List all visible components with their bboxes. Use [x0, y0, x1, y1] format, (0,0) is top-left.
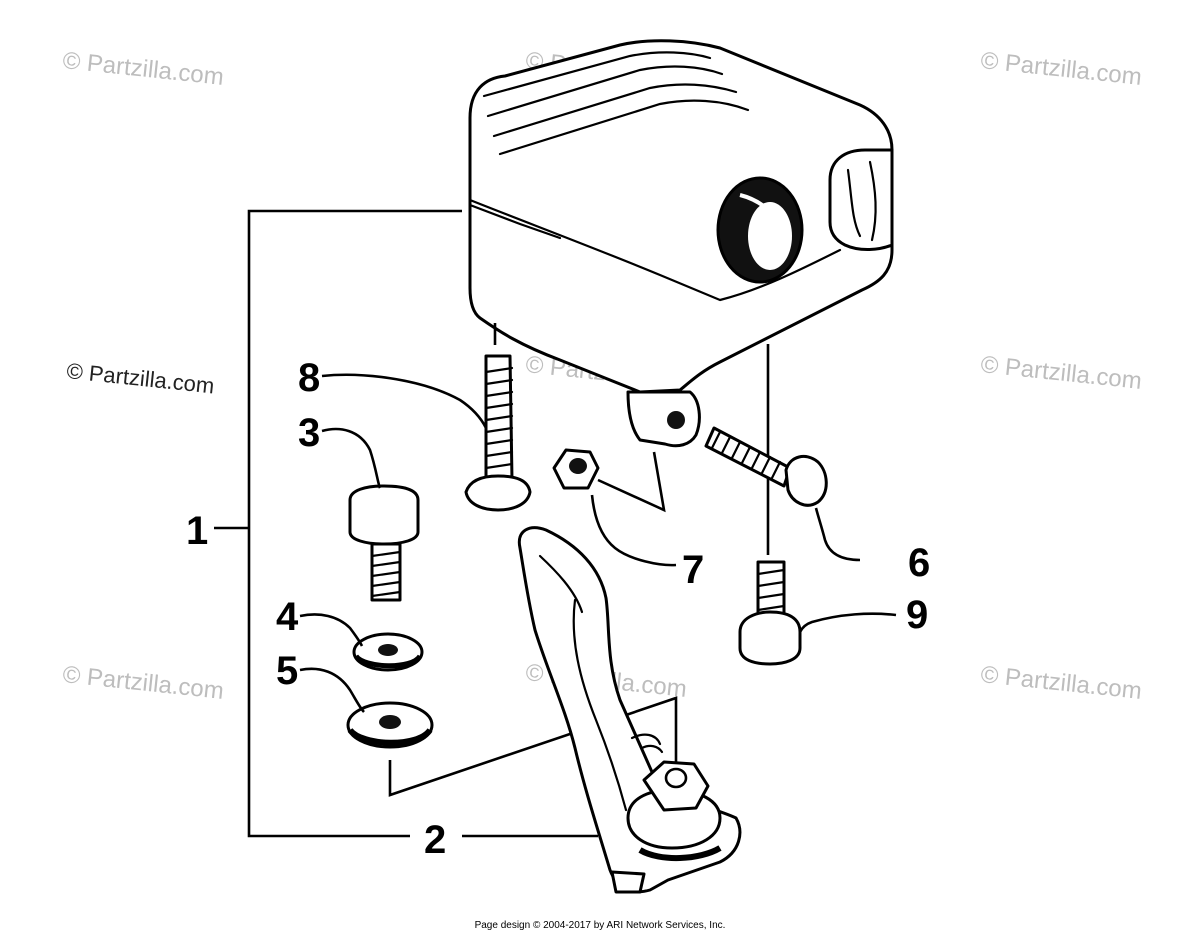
callout-5: 5 [276, 649, 298, 693]
watermark-top-right: © Partzilla.com [979, 47, 1143, 91]
callout-8: 8 [298, 356, 320, 400]
assembly-bracket [214, 209, 598, 838]
watermark-mid-left: © Partzilla.com [65, 358, 215, 398]
callout-3: 3 [298, 411, 320, 455]
screw-short [704, 426, 828, 507]
nut [552, 448, 600, 490]
screw-hex [738, 560, 802, 666]
screw-long [464, 354, 532, 512]
callout-6: 6 [908, 541, 930, 585]
watermark-top-left: © Partzilla.com [61, 47, 225, 91]
callout-4: 4 [276, 595, 299, 639]
watermark-low-left: © Partzilla.com [61, 661, 225, 705]
thumb-screw [348, 484, 420, 602]
callout-labels: 1 2 3 4 5 6 7 8 9 [186, 356, 930, 862]
callout-9: 9 [906, 593, 928, 637]
washer-large [346, 701, 434, 749]
leader-lines [388, 323, 770, 797]
watermark-mid-right: © Partzilla.com [979, 351, 1143, 395]
page-footer: Page design © 2004-2017 by ARI Network S… [474, 920, 726, 931]
callout-2: 2 [424, 818, 446, 862]
callout-1: 1 [186, 509, 208, 553]
callout-leaders [299, 373, 897, 713]
washer-small [352, 632, 424, 672]
throttle-housing [468, 39, 894, 448]
callout-7: 7 [682, 548, 704, 592]
watermark-low-right: © Partzilla.com [979, 661, 1143, 705]
throttle-lever [517, 526, 742, 894]
